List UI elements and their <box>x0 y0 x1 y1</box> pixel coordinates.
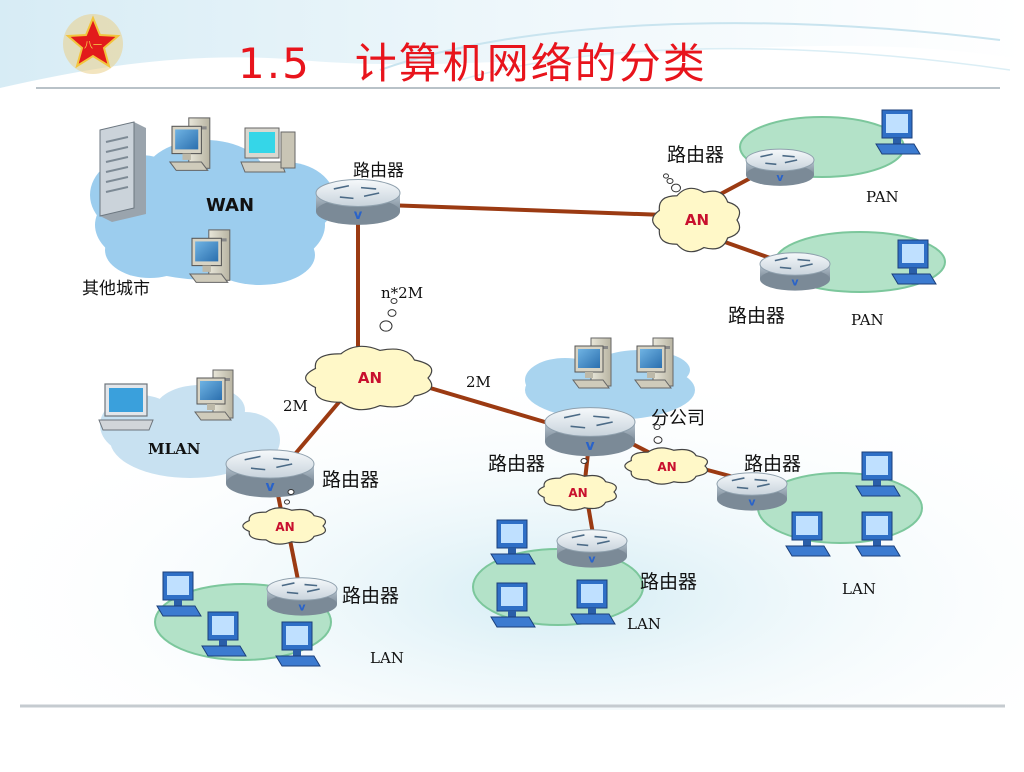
router-icon: v <box>745 148 815 186</box>
link-an-mlan <box>288 393 347 462</box>
desktop-computer-icon <box>570 579 616 625</box>
router-label-pan-top: 路由器 <box>667 144 725 166</box>
router-label-branch: 路由器 <box>488 453 546 475</box>
bandwidth-label-2m-left: 2M <box>283 397 308 415</box>
an-cloud-center: AN <box>305 345 433 411</box>
bubble-chain-branch-mid <box>580 457 588 465</box>
desktop-computer-icon <box>855 511 901 557</box>
router-label-lan-left: 路由器 <box>342 585 400 607</box>
mlan-label: MLAN <box>148 440 201 458</box>
router-label-wan: 路由器 <box>353 161 404 181</box>
router-icon: v <box>315 179 401 225</box>
an-label: AN <box>358 369 382 387</box>
router-label-lan-mid: 路由器 <box>640 571 698 593</box>
link-an-branch <box>419 383 556 427</box>
title-number: 1.5 <box>238 39 311 88</box>
an-label: AN <box>568 486 587 500</box>
bubble-chain-pan <box>663 173 681 193</box>
an-label: AN <box>657 460 676 474</box>
an-label: AN <box>275 520 294 534</box>
link-wan-an-top <box>384 203 666 217</box>
svg-text:八一: 八一 <box>84 41 102 51</box>
lan-label-right: LAN <box>842 580 876 598</box>
router-badge: v <box>748 496 756 509</box>
router-icon: v <box>225 449 315 498</box>
router-label-mlan: 路由器 <box>322 469 380 491</box>
an-cloud-mlan: AN <box>242 507 326 545</box>
bandwidth-label-n2m: n*2M <box>381 284 424 302</box>
desktop-computer-icon <box>785 511 831 557</box>
desktop-computer-icon <box>490 519 536 565</box>
lan-label-left: LAN <box>370 649 404 667</box>
router-icon: v <box>556 529 628 568</box>
an-cloud-branch-right: AN <box>624 447 708 485</box>
bubble-chain-mlan <box>284 488 295 505</box>
server-icon <box>99 121 146 222</box>
desktop-computer-icon <box>188 229 231 283</box>
other-city-label: 其他城市 <box>82 279 150 299</box>
router-icon: v <box>544 407 636 457</box>
desktop-computer-icon <box>855 451 901 497</box>
router-label-pan-bottom: 路由器 <box>728 305 786 327</box>
router-badge: v <box>588 553 596 566</box>
router-badge: v <box>265 479 274 495</box>
an-cloud-top-right: AN <box>652 187 741 253</box>
router-badge: v <box>298 601 306 614</box>
desktop-computer-icon <box>634 337 674 389</box>
title-text: 计算机网络的分类 <box>354 39 707 88</box>
lan-label-mid: LAN <box>627 615 661 633</box>
slide-title: 1.5 计算机网络的分类 <box>238 30 707 91</box>
desktop-computer-icon <box>240 127 296 173</box>
branch-label: 分公司 <box>651 408 705 429</box>
top-band <box>0 0 1024 88</box>
wan-label: WAN <box>206 195 255 216</box>
an-cloud-branch-mid: AN <box>537 473 617 511</box>
wan-cloud <box>90 140 335 285</box>
desktop-computer-icon <box>490 582 536 628</box>
pan-label-bottom: PAN <box>851 311 884 329</box>
router-badge: v <box>776 171 784 184</box>
bandwidth-label-2m-right: 2M <box>466 373 491 391</box>
bubble-chain-n2m <box>379 297 398 332</box>
router-label-lan-right: 路由器 <box>744 453 802 475</box>
desktop-computer-icon <box>572 337 612 389</box>
desktop-computer-icon <box>875 109 921 155</box>
router-badge: v <box>354 208 363 223</box>
router-icon: v <box>266 577 338 616</box>
router-badge: v <box>791 276 799 289</box>
desktop-computer-icon <box>156 571 202 617</box>
router-icon: v <box>759 252 831 291</box>
desktop-computer-icon <box>194 369 234 421</box>
laptop-icon <box>98 383 154 431</box>
desktop-computer-icon <box>275 621 321 667</box>
bubble-chain-branch <box>653 423 663 444</box>
pan-label-top: PAN <box>866 188 899 206</box>
desktop-computer-icon <box>201 611 247 657</box>
router-badge: v <box>585 438 594 454</box>
star-logo-icon: 八一 <box>63 14 123 74</box>
router-icon: v <box>716 472 788 511</box>
desktop-computer-icon <box>891 239 937 285</box>
desktop-computer-icon <box>168 117 211 171</box>
an-label: AN <box>685 211 709 229</box>
